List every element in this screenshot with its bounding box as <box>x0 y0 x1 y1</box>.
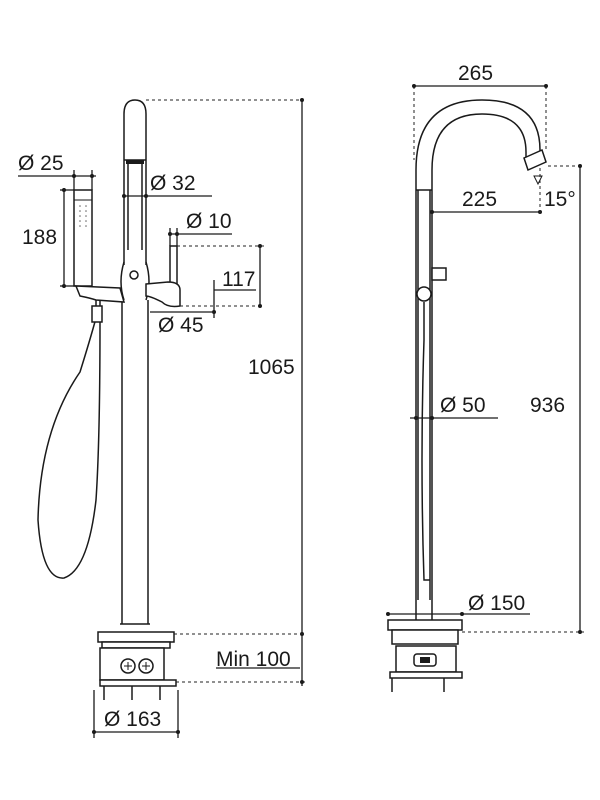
dim-flange-diameter: Ø 150 <box>468 592 525 615</box>
side-column <box>416 189 447 600</box>
dim-handshower-diameter: Ø 25 <box>18 152 64 175</box>
dim-lever-diameter: Ø 10 <box>186 210 232 233</box>
front-column <box>120 99 150 625</box>
front-view: Ø 25 188 Ø 32 Ø 10 117 Ø 45 1065 Min 100… <box>18 98 306 738</box>
front-lever <box>145 245 181 308</box>
dim-spout-angle: 15° <box>544 188 576 211</box>
dim-total-height: 1065 <box>248 356 295 379</box>
front-dimensions <box>18 98 306 738</box>
side-base <box>387 619 463 692</box>
dim-spout-height: 936 <box>530 394 565 417</box>
dim-reach: 265 <box>458 62 493 85</box>
dim-spout-diameter: Ø 32 <box>150 172 196 195</box>
dim-min-install: Min 100 <box>216 648 291 671</box>
side-view: 265 225 15° Ø 50 936 Ø 150 <box>386 62 584 692</box>
dim-column-diameter: Ø 50 <box>440 394 486 417</box>
dim-body-diameter: Ø 45 <box>158 314 204 337</box>
side-dimensions <box>386 84 584 634</box>
dim-handshower-height: 188 <box>22 226 57 249</box>
front-base <box>97 631 177 700</box>
dim-base-diameter: Ø 163 <box>104 708 161 731</box>
front-handshower <box>37 189 126 579</box>
side-spout <box>415 99 547 630</box>
dim-lever-height: 117 <box>222 268 255 291</box>
dim-spout-reach: 225 <box>462 188 497 211</box>
